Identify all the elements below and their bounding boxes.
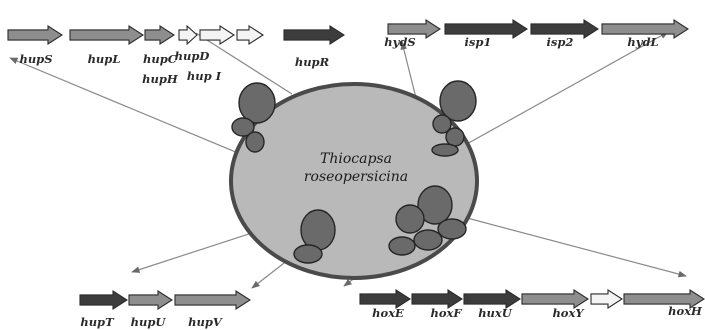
gene-label-hoxH: hoxH (668, 304, 703, 318)
gene-cluster-hup-bottom: hupT hupU hupV (80, 291, 250, 329)
gene-label-hupI: hup I (187, 69, 222, 83)
gene-label-hupS: hupS (19, 52, 52, 66)
connector-hydL (456, 32, 668, 150)
gene-cluster-hup-top: hupS hupL hupC hupH hupD hup I hupR (8, 26, 344, 86)
organism-name-line2: roseopersicina (304, 169, 408, 185)
connector-hoxH (452, 214, 686, 276)
gene-arrow-hupD (179, 26, 197, 44)
gene-arrow-hupV (175, 291, 250, 309)
gene-label-hupT: hupT (80, 315, 115, 329)
gene-label-hupL: hupL (88, 52, 121, 66)
gene-label-hydL: hydL (627, 35, 658, 49)
gene-arrow-hupU (129, 291, 172, 309)
gene-arrow-hupL (70, 26, 143, 44)
organism-name-line1: Thiocapsa (320, 151, 392, 167)
connector-hup-top (10, 58, 262, 163)
gene-label-isp1: isp1 (465, 35, 492, 49)
gene-arrow-hupR (284, 26, 344, 44)
gene-arrow-hupC (145, 26, 174, 44)
gene-label-hupR: hupR (295, 55, 329, 69)
gene-arrow-hupS (8, 26, 62, 44)
gene-cluster-hox-bottom: hoxE hoxF huxU hoxY hoxH (360, 290, 704, 320)
gene-arrow-hupI (237, 26, 263, 44)
gene-label-hydS: hydS (384, 35, 415, 49)
gene-arrow-hupH (200, 26, 234, 44)
gene-cluster-hyd-top: hydS isp1 isp2 hydL (384, 20, 688, 49)
gene-label-hoxY: hoxY (552, 306, 585, 320)
gene-arrow-hupT (80, 291, 127, 309)
gene-label-hoxF: hoxF (430, 306, 462, 320)
gene-label-hupV: hupV (188, 315, 223, 329)
gene-arrow-hoxW (591, 290, 622, 308)
gene-label-hupC: hupC (143, 52, 178, 66)
gene-label-hupU: hupU (131, 315, 167, 329)
gene-label-hoxE: hoxE (372, 306, 404, 320)
gene-label-hupH: hupH (142, 72, 179, 86)
gene-label-hupD: hupD (175, 49, 210, 63)
connector-hup-top-to-cell (196, 33, 292, 94)
gene-label-isp2: isp2 (547, 35, 574, 49)
gene-label-huxU: huxU (478, 306, 513, 320)
